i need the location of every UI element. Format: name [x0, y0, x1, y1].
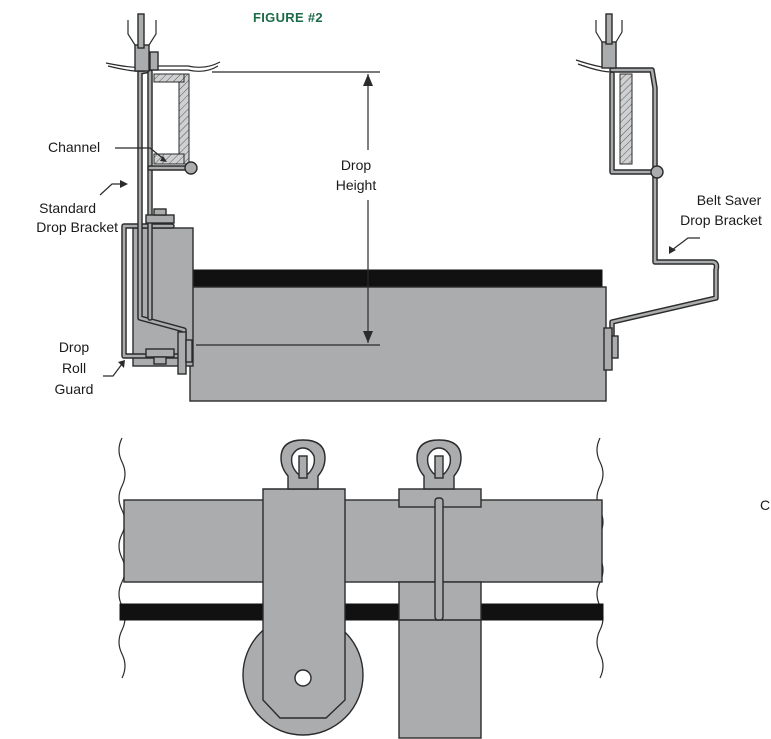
label-guard-3: Guard: [55, 381, 94, 397]
bolt-upper-left: [145, 214, 175, 224]
label-drop-height-2: Height: [336, 177, 377, 193]
hanger-rod: [434, 497, 444, 621]
bolt-lower-left: [145, 348, 175, 358]
channel-right: [619, 73, 633, 165]
channel-beam: [123, 499, 603, 583]
bracket-plate-right: [398, 617, 482, 739]
top-view: [99, 13, 720, 402]
label-guard-1: Drop: [59, 339, 90, 355]
channel-left: [178, 73, 190, 165]
labels: Channel Standard Drop Bracket Drop Heigh…: [36, 139, 770, 513]
figure-title: FIGURE #2: [253, 10, 323, 25]
break-line-left: [118, 437, 126, 679]
label-belt-saver-1: Belt Saver: [697, 192, 762, 208]
axle-hole: [294, 669, 312, 687]
hanger-clip-left: [134, 44, 150, 72]
side-view: [118, 437, 604, 739]
belt-saver-leader: [671, 237, 700, 251]
label-standard-bracket-1: Standard: [39, 200, 96, 216]
hanger-clip-right: [601, 41, 617, 69]
label-standard-bracket-2: Drop Bracket: [36, 219, 118, 235]
label-cut-letter: C: [760, 497, 770, 513]
guard-leader: [103, 363, 123, 377]
axle-clamp-left: [177, 331, 187, 375]
idler-roller: [189, 286, 607, 402]
label-guard-2: Roll: [62, 360, 86, 376]
label-belt-saver-2: Drop Bracket: [680, 212, 762, 228]
axle-clamp-right: [603, 327, 613, 371]
label-channel: Channel: [48, 139, 100, 155]
channel-leader: [115, 147, 166, 161]
belt-side: [119, 603, 604, 621]
label-drop-height-1: Drop: [341, 157, 372, 173]
belt-top: [193, 269, 603, 288]
bracket-plate-left: [262, 488, 346, 719]
